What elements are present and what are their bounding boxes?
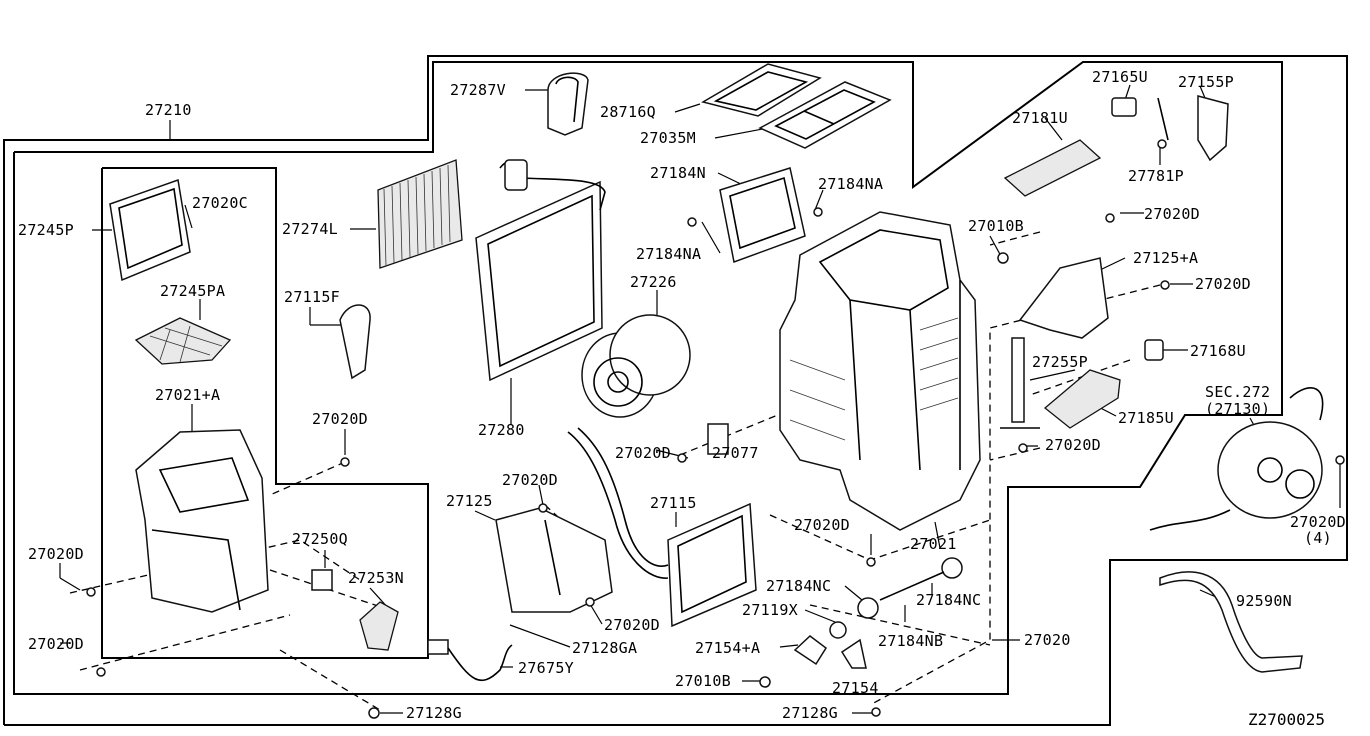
callout-27020C: 27020C	[192, 194, 248, 212]
callout-27184NC-2: 27184NC	[916, 591, 982, 609]
callout-27165U: 27165U	[1092, 68, 1148, 86]
part-27035M-seal	[758, 81, 892, 149]
callout-27128G-1: 27128G	[406, 704, 462, 722]
callout-27020D-4: 27020D	[615, 444, 671, 462]
callout-27185U: 27185U	[1118, 409, 1174, 427]
callout-27125: 27125	[446, 492, 493, 510]
callout-27115F: 27115F	[284, 288, 340, 306]
frame-27021	[101, 167, 429, 659]
callout-27125A: 27125+A	[1133, 249, 1199, 267]
part-27280-evaporator	[475, 159, 606, 382]
part-27115F-seal	[339, 304, 371, 380]
callout-27128GA: 27128GA	[572, 639, 638, 657]
frame-outer-27210	[3, 55, 1348, 726]
callout-27245P: 27245P	[18, 221, 74, 239]
callout-27184NC-1: 27184NC	[766, 577, 832, 595]
part-27255P-rod	[1000, 337, 1040, 429]
part-28716Q-seal	[701, 63, 822, 117]
part-27077-resistor	[707, 423, 729, 455]
callout-27280: 27280	[478, 421, 525, 439]
part-27250Q-clip	[311, 569, 333, 591]
callout-27020D-10: 27020D	[604, 616, 660, 634]
part-27253N-actuator	[359, 601, 399, 651]
part-27184N-seal	[719, 167, 806, 264]
callout-27155P: 27155P	[1178, 73, 1234, 91]
callout-27119X: 27119X	[742, 601, 798, 619]
frame-27020	[13, 61, 1283, 695]
callout-27020D-5: 27020D	[1045, 436, 1101, 454]
callout-27128G-2: 27128G	[782, 704, 838, 722]
callout-27020D-9: 27020D	[28, 545, 84, 563]
callout-27154A: 27154+A	[695, 639, 761, 657]
callout-27115: 27115	[650, 494, 697, 512]
callout-27130: (27130)	[1205, 400, 1271, 418]
part-27115-heater-core	[567, 427, 757, 628]
callout-27077: 27077	[712, 444, 759, 462]
callout-27210: 27210	[145, 101, 192, 119]
part-27226-blower-motor	[581, 314, 691, 418]
part-92590N-hose	[1159, 571, 1303, 673]
callout-27675Y: 27675Y	[518, 659, 574, 677]
callout-27168U: 27168U	[1190, 342, 1246, 360]
callout-27181U: 27181U	[1012, 109, 1068, 127]
callout-27010B-2: 27010B	[675, 672, 731, 690]
part-27155P-lever	[1157, 95, 1229, 162]
callout-27020D-1: 27020D	[1144, 205, 1200, 223]
leader-lines	[59, 84, 1341, 714]
part-27154A-lever	[793, 635, 828, 666]
callout-27255P: 27255P	[1032, 353, 1088, 371]
callout-27020D-count: (4)	[1304, 529, 1332, 547]
part-27154-lever	[840, 638, 867, 669]
callout-27020D-3: 27020D	[312, 410, 368, 428]
callout-27245PA: 27245PA	[160, 282, 226, 300]
part-27287V-duct	[547, 72, 589, 136]
callout-92590N: 92590N	[1236, 592, 1292, 610]
part-27675Y-harness	[427, 639, 513, 681]
callout-27020: 27020	[1024, 631, 1071, 649]
callout-27010B-1: 27010B	[968, 217, 1024, 235]
callout-27184NA-1: 27184NA	[818, 175, 884, 193]
part-27185U-actuator	[1043, 369, 1121, 429]
callout-27274L: 27274L	[282, 220, 338, 238]
part-fasteners	[86, 139, 1345, 719]
part-27184NB-shaft	[879, 571, 945, 601]
callout-27253N: 27253N	[348, 569, 404, 587]
callout-27021: 27021	[910, 535, 957, 553]
callout-27154: 27154	[832, 679, 879, 697]
callout-27226: 27226	[630, 273, 677, 291]
part-27125-duct	[495, 507, 613, 613]
part-27165U-bracket	[1111, 97, 1137, 117]
callout-27184NB: 27184NB	[878, 632, 944, 650]
callout-27021A: 27021+A	[155, 386, 221, 404]
diagram-reference-code: Z2700025	[1248, 710, 1326, 729]
callout-27781P: 27781P	[1128, 167, 1184, 185]
part-27020C-seal	[109, 178, 191, 282]
callout-27035M: 27035M	[640, 129, 696, 147]
callout-27250Q: 27250Q	[292, 530, 348, 548]
callout-27020D-6: 27020D	[502, 471, 558, 489]
part-27021A-case	[135, 429, 269, 613]
part-27181U-actuator	[1003, 139, 1102, 197]
part-27168U-clip	[1144, 339, 1164, 361]
part-heater-unit-main	[779, 211, 981, 531]
callout-27184N: 27184N	[650, 164, 706, 182]
callout-27287V: 27287V	[450, 81, 506, 99]
part-27274L-filter	[377, 159, 463, 269]
callout-27020D-8: 27020D	[1290, 513, 1346, 531]
part-27245PA-cover	[134, 317, 232, 365]
callout-28716Q: 28716Q	[600, 103, 656, 121]
callout-27020D-2: 27020D	[1195, 275, 1251, 293]
part-27125A-duct	[1018, 257, 1109, 339]
callout-27184NA-2: 27184NA	[636, 245, 702, 263]
part-27184NC-gear	[857, 557, 963, 619]
part-27119X-gear	[829, 621, 847, 639]
callout-SEC272: SEC.272	[1205, 383, 1271, 401]
callout-27020D-7: 27020D	[794, 516, 850, 534]
callout-27020D-11: 27020D	[28, 635, 84, 653]
part-27130-compressor	[1149, 387, 1324, 531]
